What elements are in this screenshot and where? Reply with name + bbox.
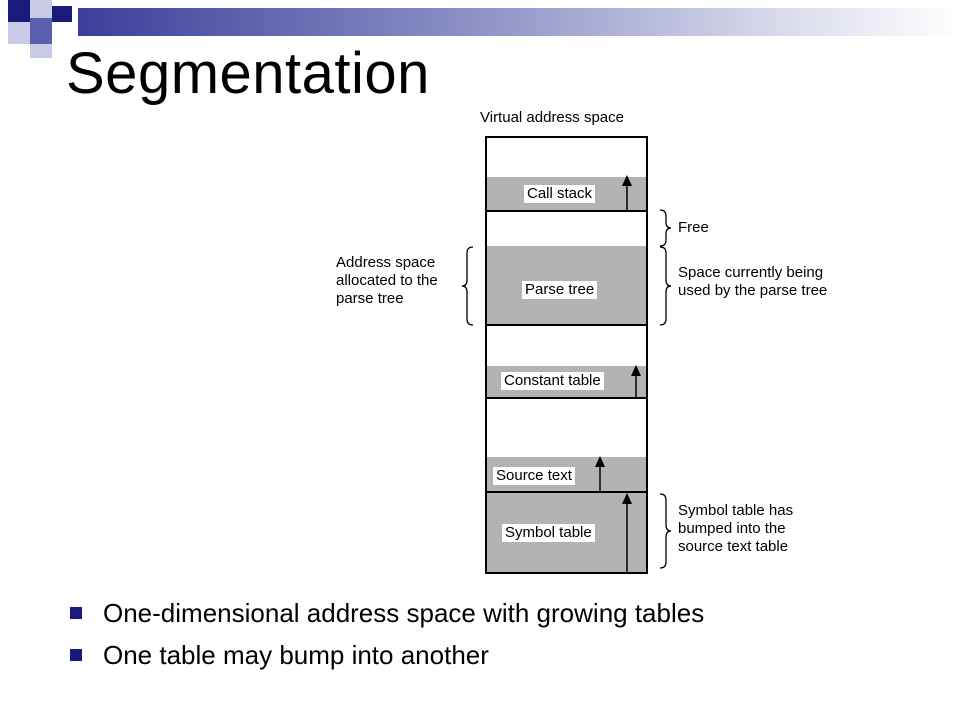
- segment-label-source-text: Source text: [493, 467, 575, 485]
- decor-square-lavender-1: [30, 0, 52, 18]
- diagram-header: Virtual address space: [480, 109, 624, 126]
- annotation-line: used by the parse tree: [678, 282, 828, 299]
- annotation-left-parse: Address space allocated to the parse tre…: [336, 254, 438, 308]
- annotation-right-parse: Space currently being used by the parse …: [678, 264, 827, 300]
- growth-arrow-icon: [622, 175, 632, 211]
- bullet-text: One table may bump into another: [103, 640, 489, 670]
- bullet-text: One-dimensional address space with growi…: [103, 598, 705, 628]
- segment-label-parse-tree: Parse tree: [522, 281, 598, 299]
- segment-label-call-stack: Call stack: [524, 185, 596, 203]
- header-gradient-bar: [78, 8, 960, 36]
- virtual-address-space-diagram: Virtual address space Call stack Parse t…: [330, 104, 890, 580]
- growth-arrow-icon: [631, 365, 641, 398]
- annotation-line: Space currently being: [678, 264, 824, 281]
- square-bullet-icon: [70, 649, 82, 661]
- decor-square-lavender-3: [30, 44, 52, 58]
- annotation-line: parse tree: [336, 290, 404, 307]
- diagram-graphics: [461, 136, 672, 574]
- growth-arrow-icon: [622, 493, 632, 572]
- decor-square-lavender-2: [8, 22, 30, 44]
- segment-label-symbol-table: Symbol table: [502, 524, 595, 542]
- annotation-line: bumped into the: [678, 520, 786, 537]
- annotation-free: Free: [678, 219, 709, 236]
- decor-square-blue-1: [30, 18, 52, 44]
- segment-label-constant-table: Constant table: [501, 372, 604, 390]
- slide-title: Segmentation: [66, 41, 430, 106]
- annotation-line: allocated to the: [336, 272, 438, 289]
- annotation-line: Symbol table has: [678, 502, 794, 519]
- brace-free-icon: [659, 209, 672, 247]
- decor-square-navy-2: [52, 6, 72, 22]
- annotation-line: Address space: [336, 254, 436, 271]
- growth-arrow-icon: [595, 456, 605, 492]
- bullet-item: One-dimensional address space with growi…: [70, 596, 704, 638]
- square-bullet-icon: [70, 607, 82, 619]
- bullet-item: One table may bump into another: [70, 638, 704, 680]
- brace-parse-right-icon: [659, 246, 672, 326]
- brace-parse-left-icon: [461, 246, 474, 326]
- brace-symbol-icon: [659, 493, 672, 569]
- annotation-right-symbol: Symbol table has bumped into the source …: [678, 502, 793, 556]
- decor-square-navy-1: [8, 0, 30, 22]
- bullet-list: One-dimensional address space with growi…: [70, 596, 704, 680]
- annotation-line: source text table: [678, 538, 789, 555]
